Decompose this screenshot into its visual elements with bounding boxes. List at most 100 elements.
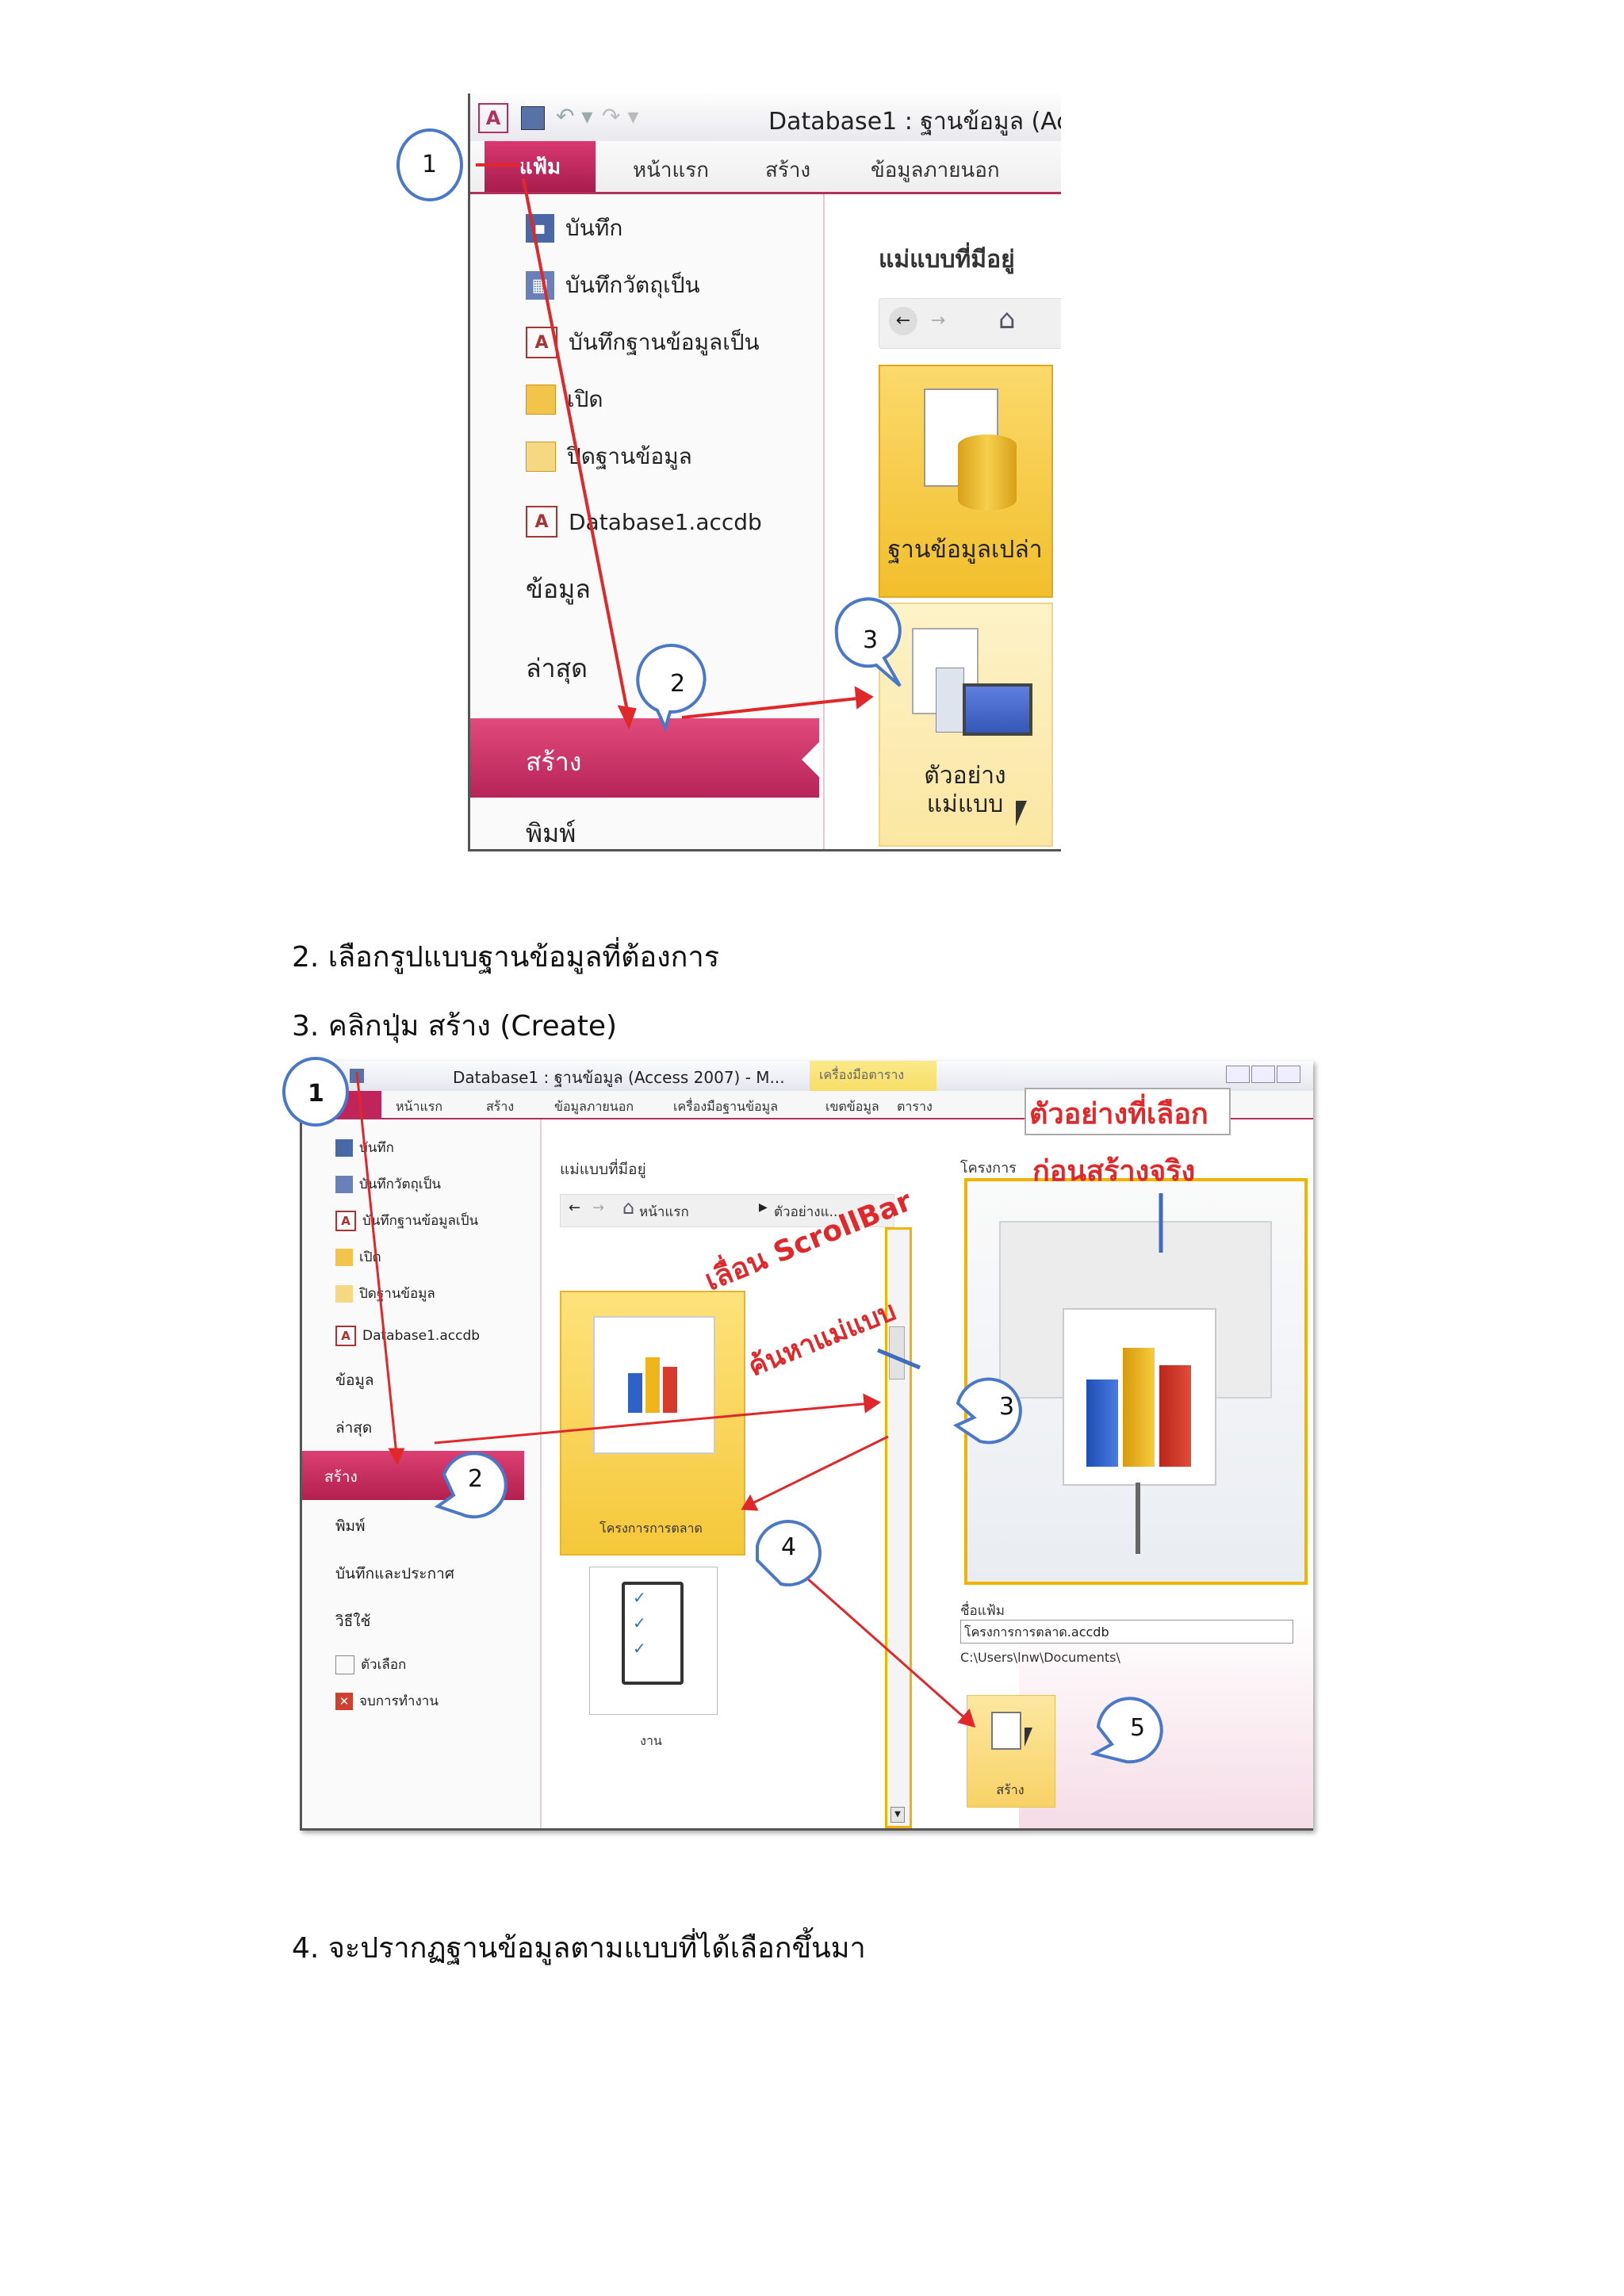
section-help[interactable]: วิธีใช้ — [335, 1613, 371, 1630]
menu-label: Database1.accdb — [362, 1328, 481, 1344]
arrow-head — [863, 1393, 881, 1414]
arrow-new-to-scrollbar — [434, 1402, 871, 1445]
arrow-tile-to-create — [799, 1570, 968, 1722]
close-database-icon — [526, 442, 556, 472]
menu-close-database[interactable]: ปิดฐานข้อมูล — [526, 439, 692, 474]
section-new-highlight[interactable] — [470, 718, 819, 798]
menu-label: Database1.accdb — [569, 508, 762, 535]
back-icon[interactable]: ← — [569, 1200, 581, 1216]
file-path: C:\Users\lnw\Documents\ — [960, 1650, 1120, 1665]
tab-fields[interactable]: เขตข้อมูล — [825, 1099, 879, 1114]
menu-save-object-as[interactable]: บันทึกวัตถุเป็น — [335, 1173, 441, 1195]
section-new[interactable]: สร้าง — [526, 747, 582, 777]
close-icon[interactable] — [1277, 1066, 1300, 1083]
template-samples-label: ตัวอย่าง แม่แบบ — [881, 762, 1049, 819]
back-icon[interactable]: ← — [889, 307, 917, 335]
section-recent[interactable]: ล่าสุด — [526, 653, 588, 683]
redo-icon[interactable]: ↷ ▾ — [602, 103, 639, 129]
menu-recent-file[interactable]: A Database1.accdb — [335, 1326, 480, 1346]
annotation-preview-line2: ก่อนสร้างจริง — [1032, 1155, 1196, 1188]
breadcrumb-current[interactable]: ตัวอย่างแ... — [774, 1204, 842, 1220]
annotation-arrows-2 — [282, 1057, 1163, 1764]
annotation-arrows-1 — [396, 128, 902, 733]
template-samples-label-line2: แม่แบบ — [926, 790, 1004, 818]
arrow-head — [854, 686, 874, 710]
save-object-as-icon — [335, 1175, 353, 1193]
menu-exit[interactable]: ✕ จบการทำงาน — [335, 1690, 439, 1712]
new-document-icon — [991, 1712, 1021, 1750]
menu-recent-file[interactable]: A Database1.accdb — [526, 506, 762, 538]
tab-create[interactable]: สร้าง — [486, 1099, 515, 1114]
menu-label: บันทึกวัตถุเป็น — [359, 1177, 442, 1192]
section-print[interactable]: พิมพ์ — [335, 1517, 366, 1535]
template-tasks[interactable]: ✓✓✓ — [589, 1567, 718, 1715]
title-bar: A ↶ ▾ ↷ ▾ Database1 : ฐานข้อมูล (Ac — [470, 94, 1061, 141]
breadcrumb-home[interactable]: หน้าแรก — [639, 1204, 689, 1220]
access-file-icon: A — [335, 1326, 356, 1346]
template-samples[interactable] — [879, 603, 1053, 847]
chart-bar-yellow — [1123, 1348, 1155, 1467]
arrow-head — [957, 1708, 976, 1728]
arrow-head — [388, 1448, 405, 1466]
arrow-file-to-new — [355, 1071, 398, 1456]
arrow-new-to-samples — [681, 696, 865, 719]
scroll-down-icon[interactable]: ▼ — [891, 1807, 905, 1823]
step-2-text: 2. เลือกรูปแบบฐานข้อมูลที่ต้องการ — [292, 941, 720, 974]
section-print[interactable]: พิมพ์ — [526, 818, 576, 848]
tab-external-data[interactable]: ข้อมูลภายนอก — [554, 1099, 634, 1114]
menu-label: บันทึกฐานข้อมูลเป็น — [569, 329, 760, 355]
arrow-head — [741, 1494, 759, 1511]
create-button-label: สร้าง — [996, 1782, 1025, 1797]
section-new[interactable]: สร้าง — [324, 1468, 358, 1486]
title-text: Database1 : ฐานข้อมูล (Access 2007) - M.… — [453, 1068, 785, 1087]
menu-save-database-as[interactable]: A บันทึกฐานข้อมูลเป็น — [526, 325, 760, 360]
chart-bar-red — [1159, 1365, 1191, 1467]
tab-external-data[interactable]: ข้อมูลภายนอก — [871, 159, 1000, 182]
menu-save-database-as[interactable]: A บันทึกฐานข้อมูลเป็น — [335, 1210, 478, 1231]
arrow-head — [617, 705, 637, 730]
section-info[interactable]: ข้อมูล — [526, 574, 591, 604]
tab-home[interactable]: หน้าแรก — [633, 159, 709, 182]
server-icon — [936, 668, 964, 733]
menu-options[interactable]: ตัวเลือก — [335, 1654, 406, 1675]
forward-icon[interactable]: → — [930, 311, 946, 331]
callout-2-label: 2 — [670, 670, 686, 698]
tab-create[interactable]: สร้าง — [765, 159, 811, 182]
undo-icon[interactable]: ↶ ▾ — [556, 103, 593, 129]
tab-table[interactable]: ตาราง — [897, 1099, 933, 1114]
section-info[interactable]: ข้อมูล — [335, 1372, 374, 1389]
callout-3 — [952, 1377, 1022, 1445]
mouse-cursor-icon — [1016, 801, 1027, 826]
callout-3-label: 3 — [863, 626, 879, 654]
menu-open[interactable]: เปิด — [526, 382, 603, 417]
tab-home[interactable]: หน้าแรก — [396, 1099, 443, 1114]
create-button[interactable] — [967, 1695, 1055, 1808]
step-4-text: 4. จะปรากฏฐานข้อมูลตามแบบที่ได้เลือกขึ้น… — [292, 1932, 866, 1965]
filename-label: ชื่อแฟ้ม — [960, 1603, 1005, 1619]
home-icon[interactable]: ⌂ — [998, 304, 1016, 335]
minimize-icon[interactable] — [1226, 1066, 1250, 1083]
save-database-as-icon: A — [335, 1210, 356, 1231]
save-icon[interactable] — [521, 106, 545, 130]
title-text: Database1 : ฐานข้อมูล (Ac — [768, 108, 1061, 136]
menu-save[interactable]: บันทึก — [335, 1137, 394, 1158]
template-blank-database[interactable] — [879, 365, 1053, 598]
tab-database-tools[interactable]: เครื่องมือฐานข้อมูล — [673, 1099, 778, 1114]
section-save-publish[interactable]: บันทึกและประกาศ — [335, 1565, 454, 1582]
section-recent[interactable]: ล่าสุด — [335, 1419, 373, 1437]
arrow-to-scrollbar-blue — [877, 1348, 921, 1370]
menu-label: จบการทำงาน — [359, 1693, 439, 1709]
save-icon — [335, 1138, 353, 1157]
callout-2-label: 2 — [468, 1465, 484, 1493]
filename-input[interactable]: โครงการการตลาด.accdb — [960, 1620, 1293, 1644]
forward-icon[interactable]: → — [592, 1200, 605, 1216]
callout-1 — [282, 1057, 349, 1127]
mouse-cursor-icon — [1025, 1728, 1032, 1747]
maximize-icon[interactable] — [1251, 1066, 1275, 1083]
access-app-icon: A — [478, 103, 508, 133]
home-icon[interactable]: ⌂ — [622, 1196, 635, 1219]
arrow-file-to-new — [522, 178, 630, 716]
menu-label: บันทึกฐานข้อมูลเป็น — [362, 1213, 479, 1229]
exit-icon: ✕ — [335, 1692, 353, 1710]
callout-5-label: 5 — [1130, 1714, 1146, 1742]
